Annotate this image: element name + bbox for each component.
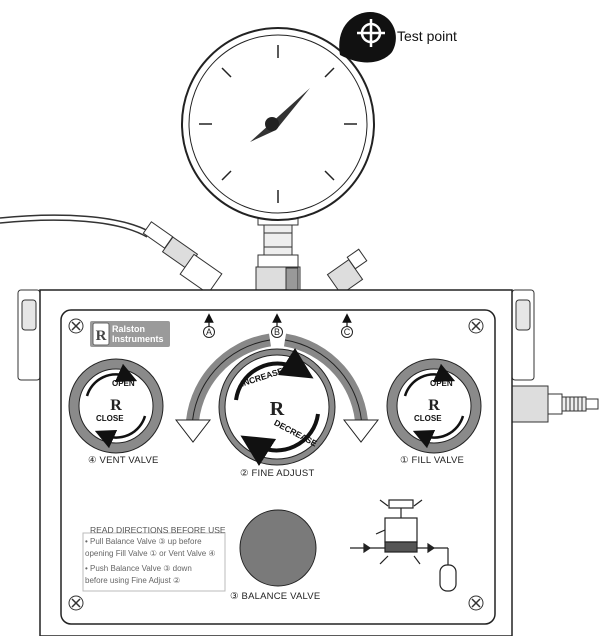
fill-close-label: CLOSE: [414, 414, 442, 423]
brand-name: Ralston Instruments: [112, 324, 164, 344]
brand-name-line2: Instruments: [112, 334, 164, 344]
fill-valve-knob[interactable]: R: [386, 358, 482, 454]
brand-logo-icon: [92, 322, 110, 346]
crosshair-icon: [357, 19, 385, 47]
panel-screw: [468, 318, 484, 334]
gauge-needle: [250, 88, 310, 142]
port-arrow: [271, 313, 283, 338]
svg-text:R: R: [110, 397, 122, 414]
instructions-title: READ DIRECTIONS BEFORE USE: [90, 525, 226, 535]
fill-valve-caption: ① FILL VALVE: [400, 455, 465, 466]
valve-schematic: [350, 499, 457, 592]
pressure-gauge: [181, 27, 375, 221]
test-point-label: Test point: [397, 28, 457, 44]
right-handle: [511, 289, 535, 381]
right-top-fitting: [326, 248, 368, 295]
panel-screw: [468, 595, 484, 611]
balance-valve-knob[interactable]: [239, 509, 317, 587]
test-point-callout: [339, 12, 396, 63]
brand-badge: [90, 321, 170, 347]
vent-close-label: CLOSE: [96, 414, 124, 423]
fine-adjust-caption: ② FINE ADJUST: [240, 468, 315, 479]
brand-logo-letter: R: [96, 328, 107, 344]
instruction-line: • Pull Balance Valve ③ up before: [85, 537, 202, 546]
fine-adjust-knob[interactable]: R: [174, 333, 380, 467]
port-label-a: A: [205, 327, 212, 337]
port-arrow: [203, 313, 215, 338]
instruction-line: • Push Balance Valve ③ down: [85, 564, 192, 573]
svg-text:R: R: [270, 398, 285, 420]
port-arrow: [341, 313, 353, 338]
left-hose: [0, 214, 223, 295]
instruction-line: opening Fill Valve ① or Vent Valve ④: [85, 549, 216, 558]
gauge-stem: [255, 214, 301, 292]
gauge-hub: [265, 117, 279, 131]
port-label-c: C: [343, 327, 351, 337]
instruction-box: [82, 532, 226, 592]
balance-valve-caption: ③ BALANCE VALVE: [230, 591, 321, 602]
left-handle: [17, 289, 41, 381]
instruction-line: before using Fine Adjust ②: [85, 576, 181, 585]
vent-valve-caption: ④ VENT VALVE: [88, 455, 159, 466]
fill-open-label: OPEN: [430, 379, 453, 388]
panel-screw: [68, 318, 84, 334]
brand-name-line1: Ralston: [112, 324, 146, 334]
vent-valve-knob[interactable]: R: [68, 358, 164, 454]
panel-screw: [68, 595, 84, 611]
right-side-connector: [511, 385, 599, 423]
vent-open-label: OPEN: [112, 379, 135, 388]
port-label-b: B: [273, 327, 280, 337]
svg-text:R: R: [428, 397, 440, 414]
